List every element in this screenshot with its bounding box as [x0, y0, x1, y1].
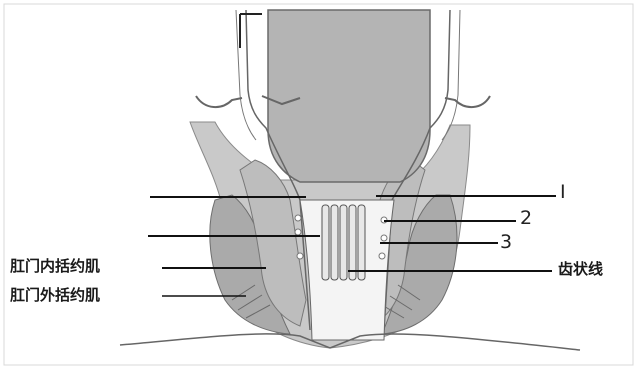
- marker-2: 2: [520, 209, 532, 228]
- label-external-sphincter: 肛门外括约肌: [10, 288, 100, 303]
- top-marker: [240, 14, 262, 48]
- rectum-lumen: [268, 10, 430, 182]
- label-internal-sphincter: 肛门内括约肌: [10, 259, 100, 274]
- label-dentate-line: 齿状线: [558, 262, 603, 277]
- right-levator: [445, 96, 490, 107]
- marker-1: I: [560, 183, 566, 202]
- anal-columns: [322, 205, 365, 280]
- marker-3: 3: [500, 233, 512, 252]
- left-levator: [196, 96, 242, 107]
